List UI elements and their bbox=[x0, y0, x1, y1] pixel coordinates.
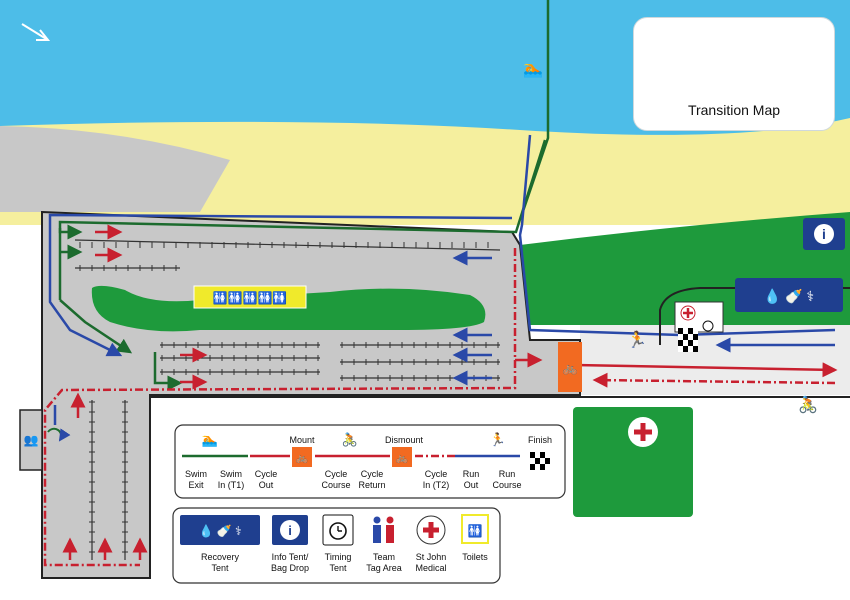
legend-cycle-course-label: Course bbox=[321, 480, 350, 490]
legend-cycle-out-label: Out bbox=[259, 480, 274, 490]
map-title-panel: Transition Map bbox=[633, 17, 835, 131]
legend-st-john-medical-label: Medical bbox=[415, 563, 446, 573]
route-legend bbox=[174, 424, 566, 499]
legend-recovery-tent-label: Recovery bbox=[201, 552, 240, 562]
svg-text:i: i bbox=[822, 226, 826, 242]
legend-info-tent-label: Bag Drop bbox=[271, 563, 309, 573]
svg-text:🚲: 🚲 bbox=[296, 453, 308, 464]
legend-finish-label: Finish bbox=[528, 435, 552, 445]
cycle-return-loop-icon bbox=[47, 427, 71, 442]
legend-finish-flag-icon bbox=[530, 452, 550, 470]
finish-flag-icon bbox=[678, 328, 698, 352]
recovery-tent-sign bbox=[735, 278, 843, 312]
recovery-tent-icons: 💧 🍼 ⚕ bbox=[764, 288, 814, 305]
legend-team-tag-icon bbox=[373, 516, 394, 543]
finish-chute-area bbox=[580, 325, 850, 395]
svg-text:💧 🍼 ⚕: 💧 🍼 ⚕ bbox=[198, 524, 241, 538]
bike-rack-ticks bbox=[79, 242, 499, 553]
legend-runner-icon: 🏃 bbox=[490, 432, 506, 447]
legend-run-out-label: Run bbox=[463, 469, 480, 479]
info-icon bbox=[814, 224, 834, 244]
grey-foreshore bbox=[0, 126, 230, 212]
timing-tent-area bbox=[659, 287, 850, 345]
legend-run-course-label: Course bbox=[492, 480, 521, 490]
swim-route bbox=[58, 0, 550, 391]
legend-cycle-in-t2-label: In (T2) bbox=[423, 480, 450, 490]
swimmer-icon: 🏊 bbox=[523, 61, 543, 78]
cycle-route bbox=[43, 224, 838, 567]
legend-cyclist-icon: 🚴 bbox=[342, 432, 358, 447]
legend-dismount-label: Dismount bbox=[385, 435, 424, 445]
legend-mount-label: Mount bbox=[289, 435, 315, 445]
svg-text:🚻🚻🚻🚻🚻: 🚻🚻🚻🚻🚻 bbox=[213, 291, 288, 305]
bike-racks bbox=[74, 239, 501, 560]
legend-swim-exit-label: Swim bbox=[185, 469, 207, 479]
legend-swim-in-t1-label: Swim bbox=[220, 469, 242, 479]
legend-recovery-tent-label: Tent bbox=[211, 563, 229, 573]
legend-timing-tent-label: Tent bbox=[329, 563, 347, 573]
legend-st-john-medical-label: St John bbox=[416, 552, 447, 562]
team-tag-building bbox=[19, 409, 43, 471]
st-john-medical-field bbox=[573, 407, 693, 517]
legend-swimmer-icon: 🏊 bbox=[202, 432, 218, 447]
mount-cyclist-icon: 🚲 bbox=[563, 361, 578, 375]
legend-timing-tent-label: Timing bbox=[325, 552, 352, 562]
beach-sand bbox=[0, 118, 850, 225]
legend-run-course-label: Run bbox=[499, 469, 516, 479]
svg-text:i: i bbox=[288, 523, 292, 538]
mount-dismount-line bbox=[558, 342, 582, 392]
legend-toilets-icon bbox=[461, 514, 489, 544]
svg-text:🚻: 🚻 bbox=[468, 524, 483, 538]
legend-team-tag-area-label: Tag Area bbox=[366, 563, 402, 573]
legend-recovery-icon bbox=[180, 515, 260, 545]
legend-cycle-return-label: Return bbox=[358, 480, 385, 490]
run-route bbox=[48, 134, 836, 425]
legend-cycle-course-label: Cycle bbox=[325, 469, 348, 479]
legend-cycle-in-t2-label: Cycle bbox=[425, 469, 448, 479]
legend-cycle-out-label: Cycle bbox=[255, 469, 278, 479]
cyclist-icon: 🚴 bbox=[798, 395, 818, 414]
mount-marker-icon bbox=[292, 447, 312, 467]
svg-text:🚲: 🚲 bbox=[396, 453, 408, 464]
north-arrow-icon bbox=[21, 23, 51, 41]
legend-swim-exit-label: Exit bbox=[188, 480, 204, 490]
legend-team-tag-area-label: Team bbox=[373, 552, 395, 562]
team-tag-icon: 👥 bbox=[24, 433, 39, 447]
toilets-block: 🚻🚻🚻🚻🚻 bbox=[193, 285, 307, 309]
runner-icon: 🏃 bbox=[627, 330, 647, 349]
grass-island bbox=[91, 285, 486, 332]
legend-run-out-label: Out bbox=[464, 480, 479, 490]
legend-cycle-return-label: Cycle bbox=[361, 469, 384, 479]
dismount-marker-icon bbox=[392, 447, 412, 467]
timing-small-icon bbox=[702, 320, 714, 332]
legend-swim-in-t1-label: In (T1) bbox=[218, 480, 245, 490]
map-title: Transition Map bbox=[687, 102, 781, 118]
legend-info-tent-label: Info Tent/ bbox=[272, 552, 309, 562]
legend-toilets-label: Toilets bbox=[462, 552, 488, 562]
